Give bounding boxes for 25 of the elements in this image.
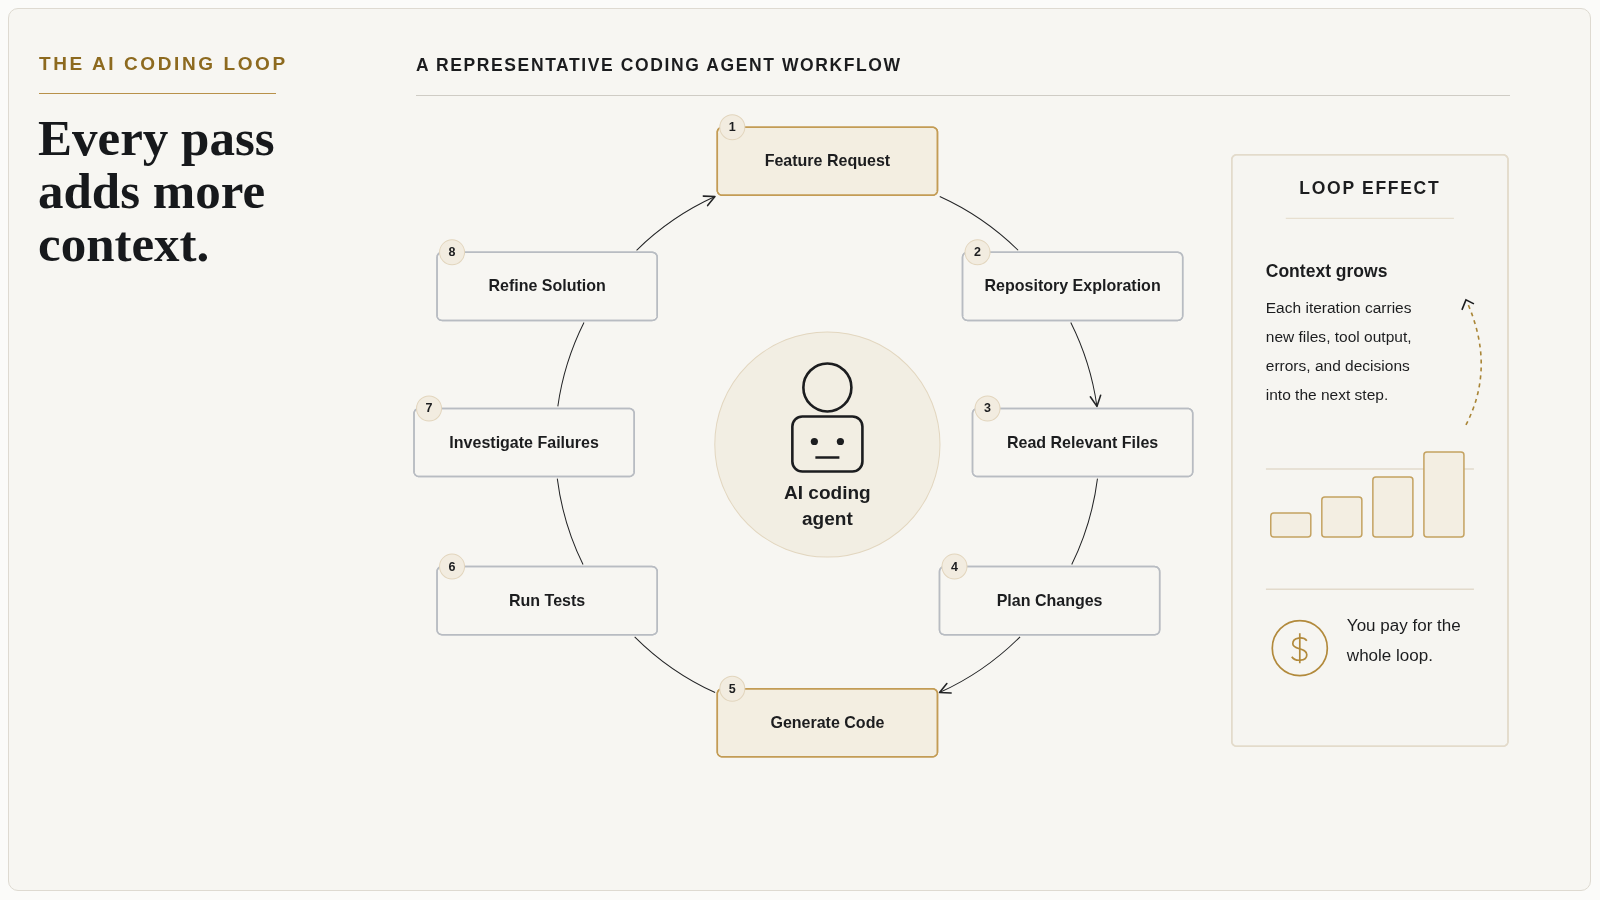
connector <box>1071 478 1098 566</box>
section-heading: A REPRESENTATIVE CODING AGENT WORKFLOW <box>416 54 902 76</box>
subheading: Context grows <box>1265 259 1388 283</box>
arrow <box>938 636 1021 694</box>
body-text: Each iteration carries new files, tool output, errors, and decisions into the next step. <box>1265 297 1413 405</box>
connector <box>557 322 585 407</box>
arrow <box>636 195 716 251</box>
step-title: Repository Exploration <box>983 276 1162 297</box>
step-title: Generate Code <box>769 712 886 733</box>
headline: Every pass adds more context. <box>38 112 276 271</box>
arrow <box>1070 322 1101 408</box>
connector <box>556 478 584 566</box>
node-circle <box>714 331 941 558</box>
note-text: You pay for the whole loop. <box>1346 615 1462 668</box>
step-title: Investigate Failures <box>448 432 600 453</box>
step-title: Run Tests <box>508 590 587 611</box>
step-title: Refine Solution <box>487 276 607 297</box>
connector <box>939 196 1019 251</box>
panel-heading: LOOP EFFECT <box>1285 169 1455 219</box>
agent-label: AI coding agent <box>783 480 872 531</box>
step-title: Feature Request <box>763 151 892 172</box>
connector <box>634 636 716 693</box>
step-title: Plan Changes <box>995 590 1104 611</box>
eyebrow-heading: THE AI CODING LOOP <box>39 52 288 76</box>
step-title: Read Relevant Files <box>1005 432 1160 453</box>
